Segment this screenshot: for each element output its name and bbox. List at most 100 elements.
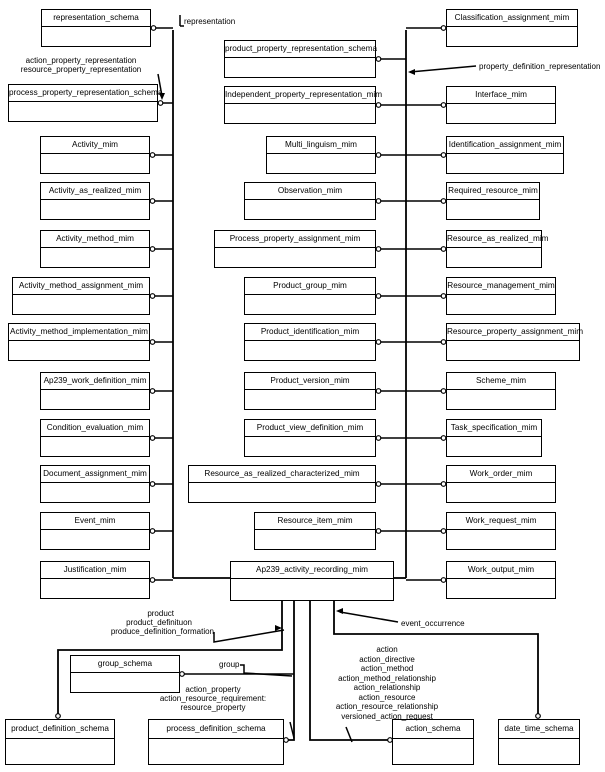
box-title: representation_schema — [53, 12, 139, 22]
work-order-mim-box: Work_order_mim — [446, 465, 556, 503]
product-view-definition-mim-box: Product_view_definition_mim — [244, 419, 376, 457]
property-definition-representation-label: property_definition_representation — [479, 62, 601, 71]
arrow-line — [409, 65, 477, 73]
box-title: Task_specification_mim — [450, 422, 538, 432]
activity-method-implementation-mim-box: Activity_method_implementation_mim — [8, 323, 150, 361]
resource-property-label: resource_property — [180, 703, 246, 712]
connector-end-circle — [440, 198, 447, 204]
process-property-representation-schema-box: process_property_representation_schema — [8, 84, 163, 122]
connector-end-circle — [179, 671, 185, 677]
connector-end-circle — [149, 339, 156, 345]
connector-end-circle — [440, 152, 447, 158]
box-title: Product_view_definition_mim — [256, 422, 364, 432]
group-label: group — [219, 660, 240, 669]
group-schema-box: group_schema — [70, 655, 180, 693]
action-entity-label: action_method_relationship — [338, 673, 436, 683]
produce-definition-formation-label: produce_definition_formation — [110, 627, 214, 636]
box-divider — [245, 389, 375, 390]
box-divider — [41, 153, 149, 154]
connector-end-circle — [375, 481, 382, 487]
box-title: Resource_property_assignment_mim — [447, 326, 584, 336]
box-divider — [41, 482, 149, 483]
box-title: process_definition_schema — [166, 723, 266, 733]
action-entity-label: action_directive — [359, 654, 415, 664]
resource-property-assignment-mim-box: Resource_property_assignment_mim — [446, 323, 584, 361]
box-title: Required_resource_mim — [448, 185, 538, 195]
box-divider — [447, 103, 555, 104]
box-title: Product_group_mim — [273, 280, 347, 290]
work-output-mim-box: Work_output_mim — [446, 561, 556, 599]
required-resource-mim-box: Required_resource_mim — [446, 182, 540, 220]
box-divider — [13, 294, 149, 295]
multi-linguism-mim-box: Multi_linguism_mim — [266, 136, 376, 174]
box-title: process_property_representation_schema — [9, 87, 163, 97]
box-divider — [225, 57, 375, 58]
connector-end-circle — [149, 152, 156, 158]
box-divider — [245, 199, 375, 200]
box-divider — [41, 436, 149, 437]
to-process-definition-line — [284, 601, 295, 741]
box-divider — [9, 340, 149, 341]
box-title: Activity_method_assignment_mim — [18, 280, 144, 290]
box-divider — [245, 436, 375, 437]
box-title: action_schema — [405, 723, 461, 733]
box-title: product_definition_schema — [11, 723, 109, 733]
annotation-arrow — [289, 721, 295, 739]
document-assignment-mim-box: Document_assignment_mim — [40, 465, 150, 503]
box-title: Scheme_mim — [475, 375, 527, 385]
connector-end-circle — [375, 198, 382, 204]
connector-end-circle — [440, 435, 447, 441]
resource-management-mim-box: Resource_management_mim — [446, 277, 556, 315]
box-divider — [447, 578, 555, 579]
box-title: Resource_as_realized_mim — [447, 233, 549, 243]
box-title: Work_request_mim — [465, 515, 537, 525]
action-entity-label: action_resource_relationship — [335, 702, 439, 711]
connector-arrowhead — [336, 608, 343, 614]
product-group-mim-box: Product_group_mim — [244, 277, 376, 315]
product-label: product — [147, 609, 174, 618]
action-entity-label: action — [376, 645, 398, 654]
box-divider — [447, 340, 579, 341]
box-title: product_property_representation_schema — [225, 43, 378, 53]
box-title: Multi_linguism_mim — [285, 139, 357, 149]
box-title: Ap239_activity_recording_mim — [256, 564, 368, 574]
process-property-assignment-mim-box: Process_property_assignment_mim — [214, 230, 376, 268]
box-divider — [9, 101, 157, 102]
box-divider — [41, 529, 149, 530]
box-divider — [447, 436, 541, 437]
box-divider — [42, 26, 150, 27]
connector-end-circle — [440, 102, 447, 108]
product-definition-label: product_definituon — [126, 618, 192, 627]
identification-assignment-mim-box: Identification_assignment_mim — [446, 136, 564, 174]
interface-mim-box: Interface_mim — [446, 86, 556, 124]
box-divider — [447, 26, 577, 27]
box-title: Independent_property_representation_mim — [225, 89, 383, 99]
box-divider — [267, 153, 375, 154]
box-divider — [41, 578, 149, 579]
box-title: Event_mim — [74, 515, 116, 525]
connector-arrowhead — [408, 69, 415, 75]
connector-end-circle — [440, 339, 447, 345]
action-entity-label: versioned_action_request — [341, 711, 433, 721]
box-title: Resource_as_realized_characterized_mim — [204, 468, 360, 478]
connector-end-circle — [535, 713, 541, 719]
connector-end-circle — [440, 388, 447, 394]
product-version-mim-box: Product_version_mim — [244, 372, 376, 410]
to-date-time-line — [333, 601, 539, 716]
action-schema-box: action_schema — [392, 719, 474, 765]
box-title: Identification_assignment_mim — [448, 139, 562, 149]
box-title: Ap239_work_definition_mim — [43, 375, 147, 385]
box-title: Product_version_mim — [270, 375, 350, 385]
box-title: Product_identification_mim — [260, 326, 360, 336]
connector-end-circle — [440, 25, 447, 31]
box-title: Interface_mim — [475, 89, 527, 99]
connector-arrowhead — [275, 625, 282, 631]
connector-end-circle — [375, 56, 382, 62]
connector-end-circle — [440, 293, 447, 299]
connector-end-circle — [149, 388, 156, 394]
box-divider — [447, 294, 555, 295]
to-action-line — [309, 601, 390, 741]
connector-end-circle — [283, 737, 289, 743]
connector-end-circle — [149, 198, 156, 204]
connector-end-circle — [375, 293, 382, 299]
